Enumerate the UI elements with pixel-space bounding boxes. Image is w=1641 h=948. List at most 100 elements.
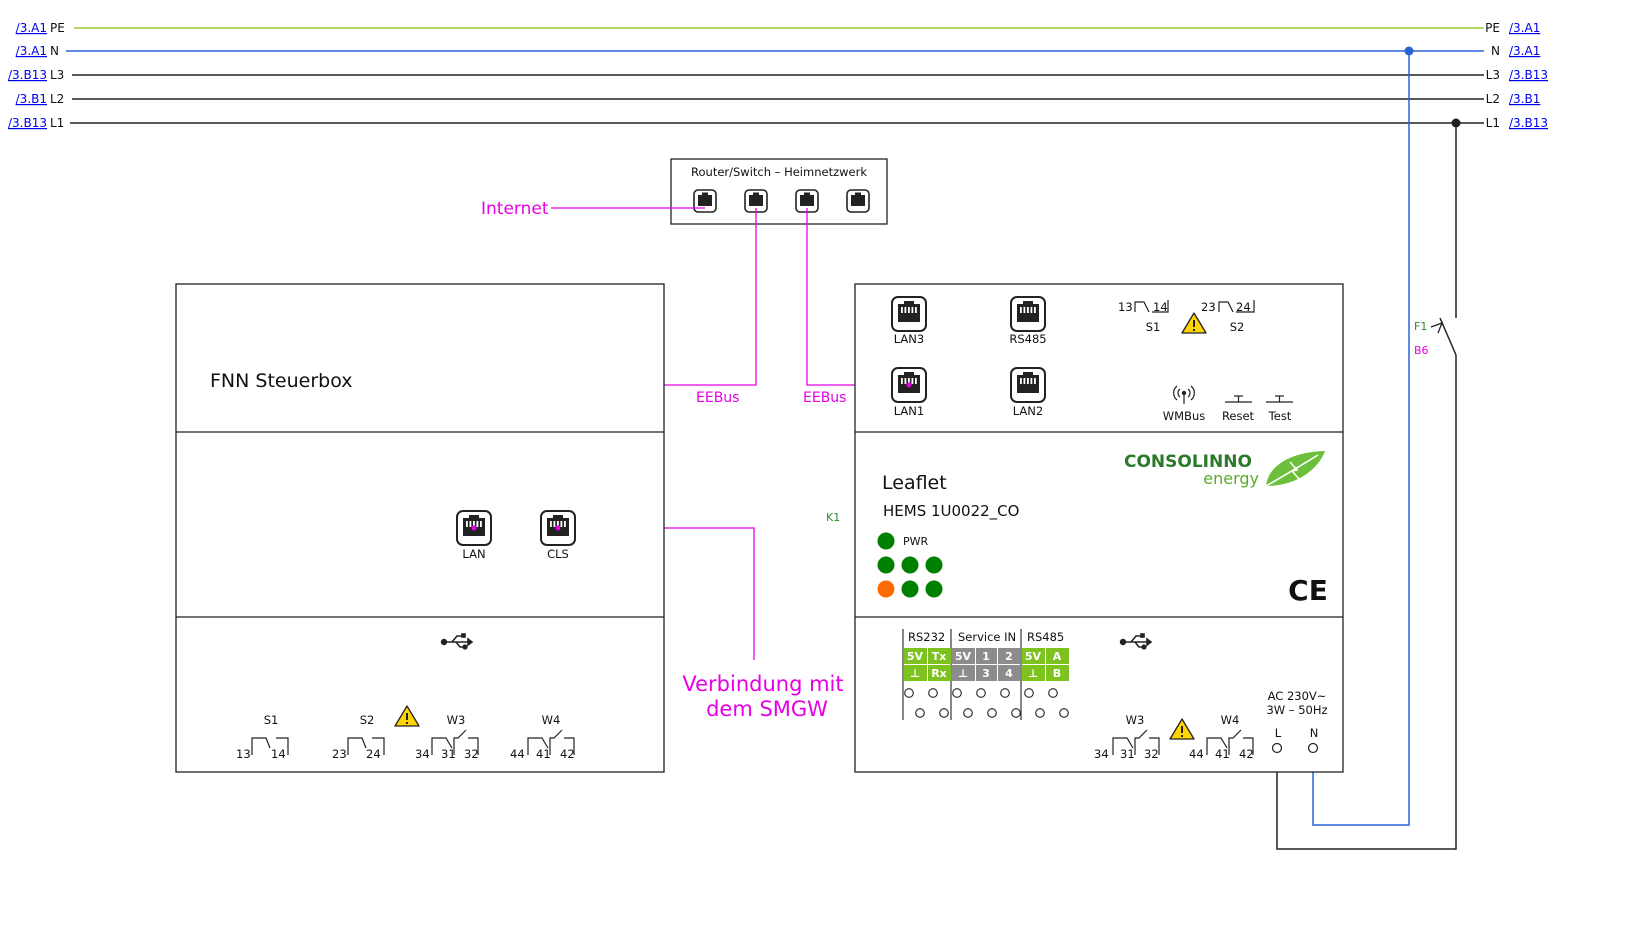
fnn-w3-pin: 32 <box>464 747 479 761</box>
router-port-icon[interactable] <box>846 189 870 213</box>
bus-ref-left[interactable]: /3.B1 <box>16 92 47 106</box>
leaf-logo-icon <box>1265 451 1325 487</box>
test-button-icon[interactable] <box>1266 395 1293 403</box>
leaflet-w3-label: W3 <box>1126 713 1145 727</box>
leaflet-s1-label: S1 <box>1146 320 1161 334</box>
status-led <box>925 580 943 598</box>
router-switch: Router/Switch – Heimnetzwerk <box>670 158 888 225</box>
leaflet-w3-pin: 34 <box>1094 747 1109 761</box>
fnn-s1-label: S1 <box>264 713 279 727</box>
antenna-icon <box>1173 385 1195 404</box>
device-tag: K1 <box>826 511 840 524</box>
bus-ref-right[interactable]: /3.B1 <box>1509 92 1540 106</box>
leaflet-s2-pin: 23 <box>1201 300 1216 314</box>
status-led <box>901 580 919 598</box>
bus-ref-left[interactable]: /3.B13 <box>8 116 47 130</box>
terminal-n-label: N <box>1310 726 1319 740</box>
status-led <box>877 556 895 574</box>
status-led <box>901 556 919 574</box>
pwr-led <box>877 532 895 550</box>
terminal-l[interactable] <box>1271 742 1283 754</box>
smgw-label-line1: Verbindung mit <box>682 672 843 696</box>
leaflet-w4-pin: 41 <box>1215 747 1230 761</box>
bus-ref-left[interactable]: /3.A1 <box>16 44 47 58</box>
ce-mark: CE <box>1288 574 1328 607</box>
device-model: HEMS 1U0022_CO <box>883 502 1019 521</box>
screw-terminals <box>904 688 1069 718</box>
brand-name: CONSOLINNO <box>1124 452 1252 472</box>
pin-label: Tx <box>932 650 947 663</box>
bus-ref-left[interactable]: /3.B13 <box>8 68 47 82</box>
fnn-s2-pin: 23 <box>332 747 347 761</box>
pin-label: ⊥ <box>910 667 920 680</box>
fnn-s1-pin: 13 <box>236 747 251 761</box>
bus-label-right: L2 <box>1486 92 1500 106</box>
lan3-label: LAN3 <box>894 332 924 346</box>
leaflet-w4-pin: 42 <box>1239 747 1254 761</box>
bus-label-left: PE <box>50 21 65 35</box>
wmbus-label: WMBus <box>1163 409 1205 423</box>
fnn-s2-label: S2 <box>360 713 375 727</box>
fnn-relay-s2 <box>347 737 385 755</box>
reset-label: Reset <box>1222 409 1255 423</box>
neutral-wire <box>1312 51 1410 826</box>
fnn-steuerbox: FNN Steuerbox LAN CLS S1 13 14 S2 23 24 <box>175 283 665 773</box>
fnn-w3-label: W3 <box>447 713 466 727</box>
pin-label: Rx <box>931 667 947 680</box>
lan3-port-icon[interactable] <box>891 296 927 332</box>
pwr-label: PWR <box>903 535 929 548</box>
ac-rating: AC 230V~ <box>1268 689 1327 703</box>
bus-ref-right[interactable]: /3.B13 <box>1509 116 1548 130</box>
fnn-w4-pin: 42 <box>560 747 575 761</box>
leaflet-s2-pin: 24 <box>1236 300 1251 314</box>
bus-ref-right[interactable]: /3.A1 <box>1509 44 1540 58</box>
leaflet-w3-pin: 31 <box>1120 747 1135 761</box>
fnn-w3-pin: 34 <box>415 747 430 761</box>
fnn-w4-pin: 44 <box>510 747 525 761</box>
bus-label-right: L3 <box>1486 68 1500 82</box>
fnn-s1-pin: 14 <box>271 747 286 761</box>
fnn-cls-label: CLS <box>547 547 569 561</box>
rs485-port-icon[interactable] <box>1010 296 1046 332</box>
bus-label-right: L1 <box>1486 116 1500 130</box>
fnn-w4-label: W4 <box>542 713 561 727</box>
brand-sub: energy <box>1203 469 1259 488</box>
leaflet-w3-pin: 32 <box>1144 747 1159 761</box>
router-port-icon[interactable] <box>693 189 717 213</box>
ac-frequency: 3W – 50Hz <box>1266 703 1327 717</box>
internet-label: Internet <box>481 199 549 219</box>
bus-label-left: L2 <box>50 92 64 106</box>
smgw-label-line2: dem SMGW <box>706 697 828 721</box>
bus-ref-left[interactable]: /3.A1 <box>16 21 47 35</box>
rs485-label: RS485 <box>1009 332 1046 346</box>
leaflet-relay-s1 <box>1134 300 1169 313</box>
leaflet-w4-pin: 44 <box>1189 747 1204 761</box>
reset-button-icon[interactable] <box>1225 395 1252 403</box>
device-name: Leaflet <box>882 472 947 494</box>
eebus-label: EEBus <box>803 390 846 406</box>
lan2-port-icon[interactable] <box>1010 367 1046 403</box>
leaflet-w4-label: W4 <box>1221 713 1240 727</box>
power-wiring <box>1276 51 1457 850</box>
fnn-relay-w4 <box>527 729 575 755</box>
fnn-relay-s1 <box>251 737 289 755</box>
pin-label: B <box>1053 667 1061 680</box>
bus-ref-right[interactable]: /3.B13 <box>1509 68 1548 82</box>
pin-label: 5V <box>1025 650 1042 663</box>
fnn-box <box>175 283 665 773</box>
pin-label: 4 <box>1005 667 1013 680</box>
status-led <box>877 580 895 598</box>
pin-label: 5V <box>955 650 972 663</box>
pin-label: 3 <box>982 667 990 680</box>
test-label: Test <box>1268 409 1292 423</box>
leaflet-relay-w4 <box>1206 729 1254 755</box>
bus-label-left: L3 <box>50 68 64 82</box>
lan1-label: LAN1 <box>894 404 924 418</box>
fnn-w3-pin: 31 <box>441 747 456 761</box>
bus-label-left: L1 <box>50 116 64 130</box>
pin-label: A <box>1053 650 1062 663</box>
bus-ref-right[interactable]: /3.A1 <box>1509 21 1540 35</box>
fuse-label: F1 <box>1414 320 1427 333</box>
terminal-n[interactable] <box>1307 742 1319 754</box>
